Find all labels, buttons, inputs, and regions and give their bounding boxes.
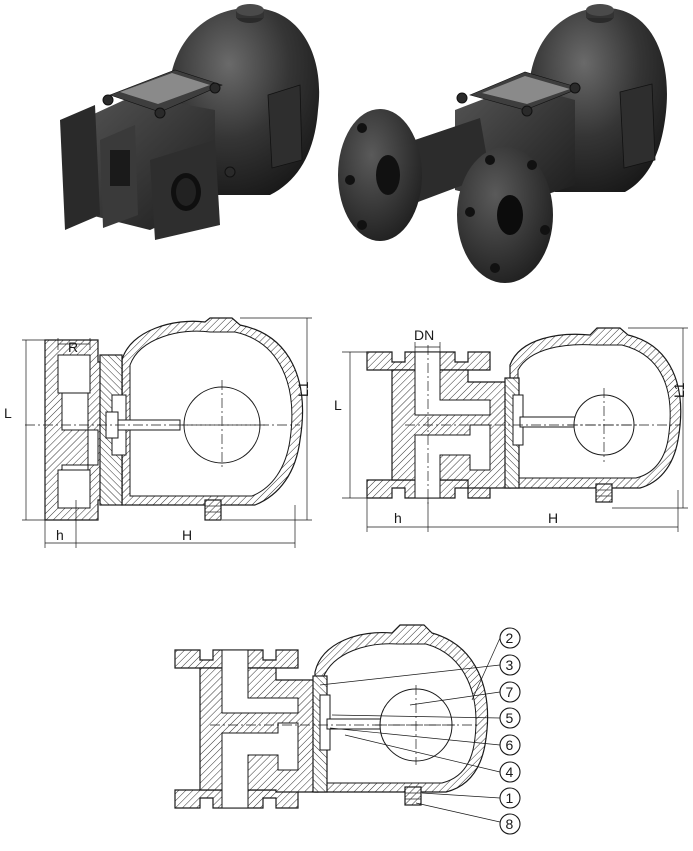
dim-label-h-flanged: h bbox=[394, 510, 402, 526]
dim-label-H: H bbox=[182, 527, 192, 543]
svg-text:2: 2 bbox=[506, 630, 514, 646]
dim-label-L-flanged: L bbox=[334, 397, 342, 413]
dim-label-L1: L1 bbox=[295, 381, 311, 397]
dim-label-DN: DN bbox=[414, 327, 434, 343]
callout-2: 2 bbox=[499, 627, 521, 649]
dim-label-h: h bbox=[56, 527, 64, 543]
drawing-flanged-section: DN L L1 h H bbox=[334, 327, 688, 532]
callout-1: 1 bbox=[499, 787, 521, 809]
svg-text:1: 1 bbox=[506, 790, 514, 806]
photo-flanged-trap bbox=[338, 4, 667, 283]
svg-text:4: 4 bbox=[506, 764, 514, 780]
callout-3: 3 bbox=[499, 654, 521, 676]
dim-label-R: R bbox=[68, 339, 78, 355]
svg-text:5: 5 bbox=[506, 710, 514, 726]
callout-5: 5 bbox=[499, 707, 521, 729]
svg-text:8: 8 bbox=[506, 816, 514, 832]
photo-threaded-trap bbox=[60, 4, 320, 240]
dim-label-H-flanged: H bbox=[548, 510, 558, 526]
dim-label-L1-flanged: L1 bbox=[671, 382, 687, 398]
callout-8: 8 bbox=[499, 813, 521, 835]
svg-text:6: 6 bbox=[506, 737, 514, 753]
callout-4: 4 bbox=[499, 761, 521, 783]
drawing-threaded-section: R L L1 h H bbox=[4, 317, 312, 548]
svg-text:7: 7 bbox=[506, 684, 514, 700]
svg-text:3: 3 bbox=[506, 657, 514, 673]
drawing-parts-section: 2 3 7 5 6 4 1 8 bbox=[174, 624, 521, 835]
callout-7: 7 bbox=[499, 681, 521, 703]
dim-label-L: L bbox=[4, 405, 12, 421]
callout-6: 6 bbox=[499, 734, 521, 756]
